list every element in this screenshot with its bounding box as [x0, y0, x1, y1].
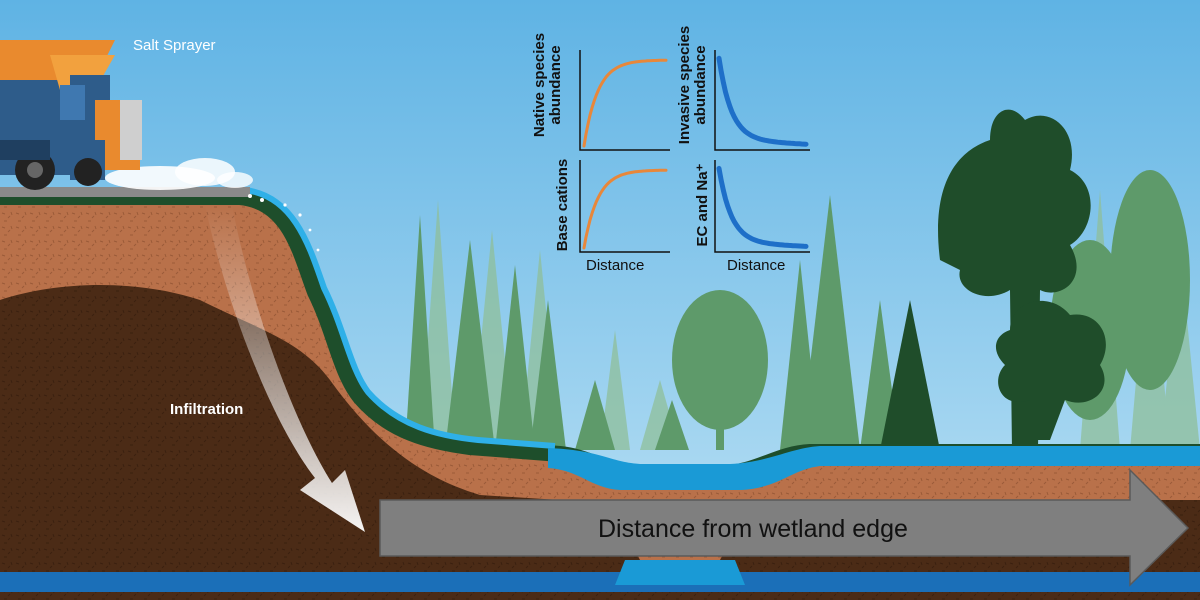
- mini-chart-2-curve: [716, 55, 809, 147]
- mini-chart-3-axes: [579, 160, 670, 253]
- mini-chart-2-ylabel-line1: Invasive species: [676, 25, 693, 145]
- mini-chart-1-ylabel: Native species abundance: [531, 25, 572, 145]
- salt-spray: [105, 158, 320, 252]
- mini-chart-3-ylabel: Base cations: [554, 150, 575, 260]
- mini-chart-2-ylabel-line2: abundance: [692, 45, 709, 125]
- mini-chart-3-xlabel: Distance: [586, 257, 645, 274]
- wetland-pool: [548, 446, 1200, 490]
- groundwater-channel: [615, 560, 745, 585]
- runoff-water: [244, 187, 556, 449]
- mini-chart-4-xlabel: Distance: [727, 257, 786, 274]
- road: [0, 187, 250, 197]
- mini-charts-group: [579, 50, 810, 253]
- distance-arrow-label: Distance from wetland edge: [598, 515, 908, 543]
- infiltration-label: Infiltration: [170, 401, 244, 418]
- mini-chart-1-ylabel-line1: Native species: [531, 32, 548, 138]
- mini-chart-3-ylabel-line1: Base cations: [554, 158, 571, 252]
- mini-chart-4-ylabel: EC and Na⁺: [694, 150, 715, 260]
- mini-chart-4-ylabel-line1: EC and Na⁺: [694, 163, 711, 247]
- mini-chart-1-ylabel-line2: abundance: [547, 45, 564, 125]
- mini-chart-4-axes: [714, 160, 810, 253]
- mini-chart-4-curve: [716, 165, 809, 249]
- mini-chart-1-curve: [582, 58, 668, 148]
- mini-chart-1-axes: [579, 50, 670, 151]
- groundwater: [0, 572, 1200, 592]
- salt-truck: [0, 40, 142, 190]
- mini-chart-2-ylabel: Invasive species abundance: [676, 20, 717, 150]
- mini-chart-2-axes: [714, 50, 810, 151]
- foreground-forest: [880, 109, 1106, 450]
- midground-forest: [405, 170, 1190, 450]
- truck-label: Salt Sprayer: [133, 37, 216, 54]
- distance-arrow: [379, 468, 1190, 587]
- infiltration-arrow: [205, 205, 365, 532]
- mini-chart-3-curve: [582, 168, 668, 250]
